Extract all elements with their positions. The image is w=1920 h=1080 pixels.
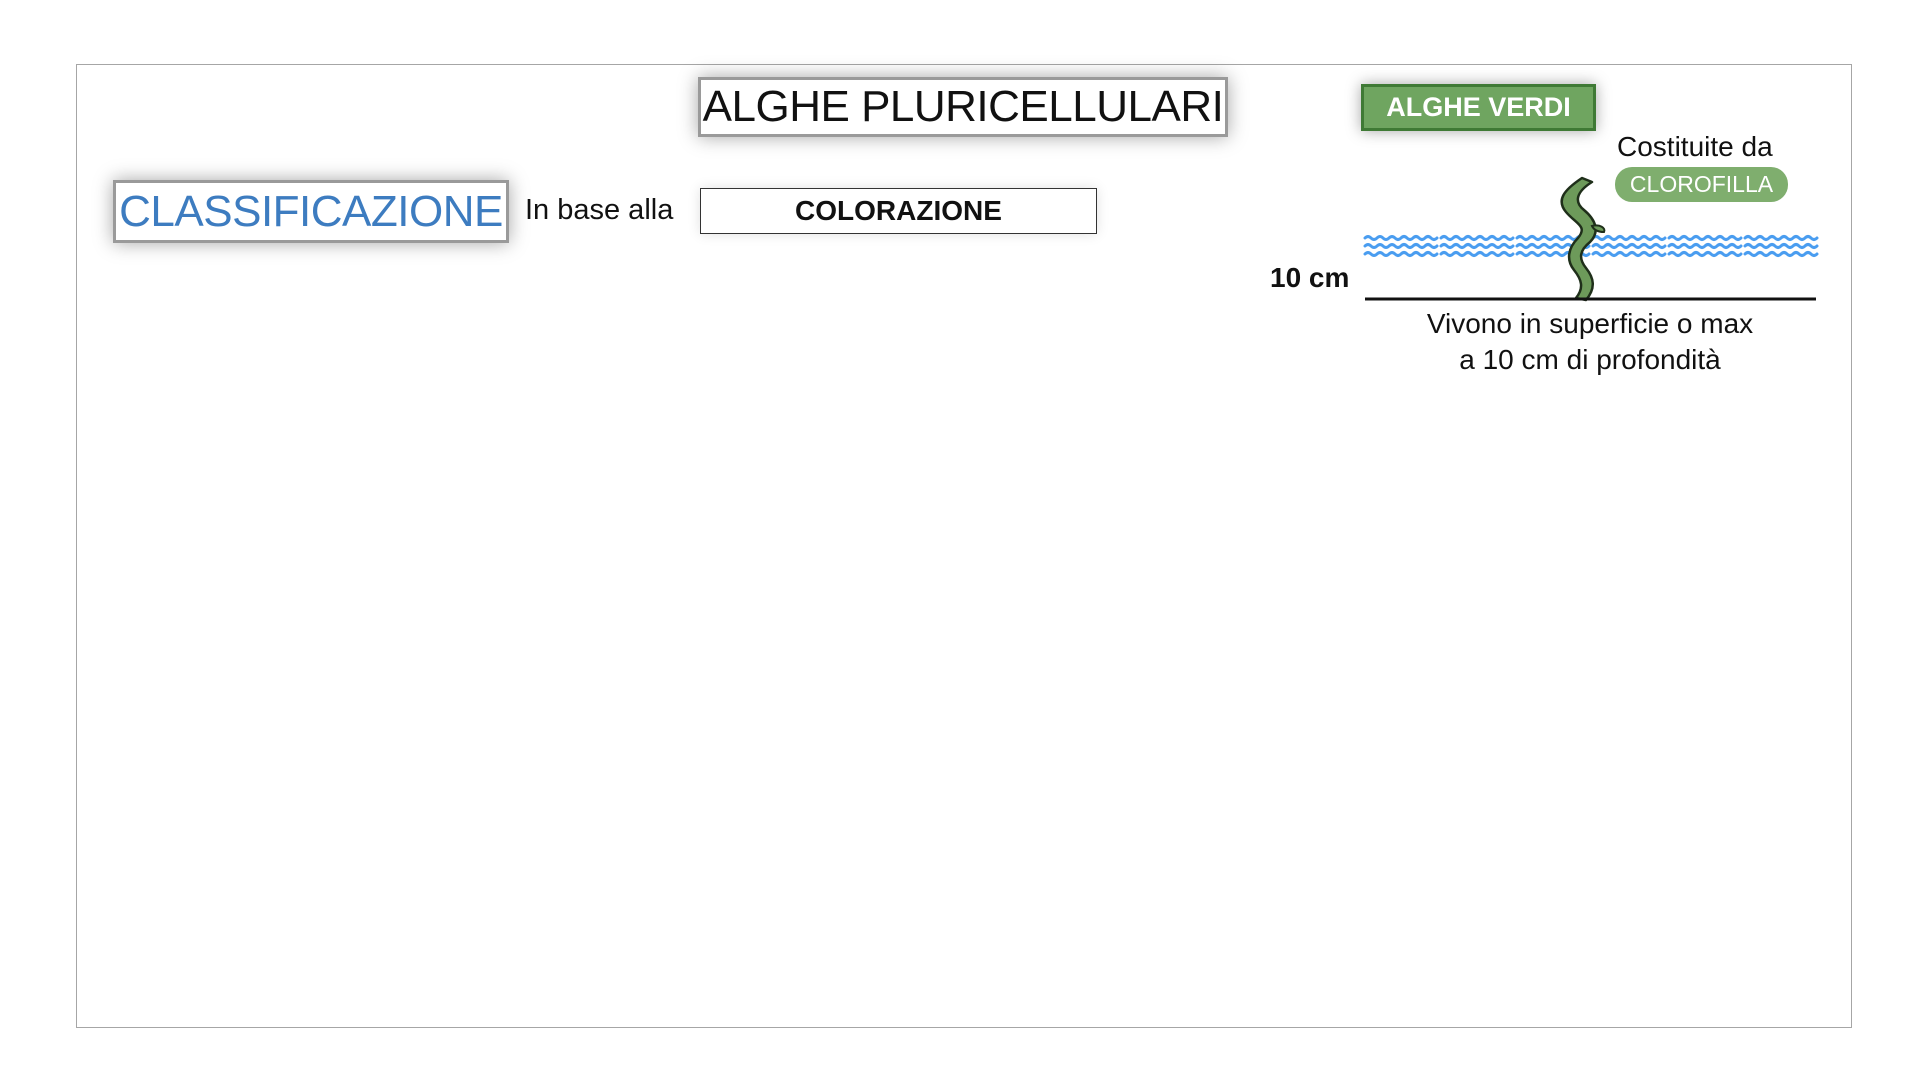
habitat-line-2: a 10 cm di profondità	[1459, 344, 1721, 375]
green-algae-label: ALGHE VERDI	[1386, 92, 1571, 122]
water-waves-icon	[1363, 235, 1819, 257]
chlorophyll-label: CLOROFILLA	[1629, 171, 1774, 197]
habitat-line-1: Vivono in superficie o max	[1426, 308, 1754, 339]
habitat-text: Vivono in superficie o max a 10 cm di pr…	[1360, 306, 1820, 378]
connector-text: In base alla	[525, 194, 674, 226]
slide-title: ALGHE PLURICELLULARI	[698, 77, 1228, 137]
green-algae-box: ALGHE VERDI	[1361, 84, 1596, 131]
criterion-box: COLORAZIONE	[700, 188, 1097, 234]
depth-label: 10 cm	[1270, 262, 1350, 293]
chlorophyll-pill: CLOROFILLA	[1615, 167, 1788, 202]
depth-diagram	[1363, 176, 1819, 302]
classification-heading-text: CLASSIFICAZIONE	[119, 186, 503, 236]
classification-heading: CLASSIFICAZIONE	[113, 180, 509, 243]
slide-title-text: ALGHE PLURICELLULARI	[702, 82, 1224, 131]
criterion-text: COLORAZIONE	[795, 195, 1002, 226]
made-of-text: Costituite da	[1617, 131, 1773, 162]
